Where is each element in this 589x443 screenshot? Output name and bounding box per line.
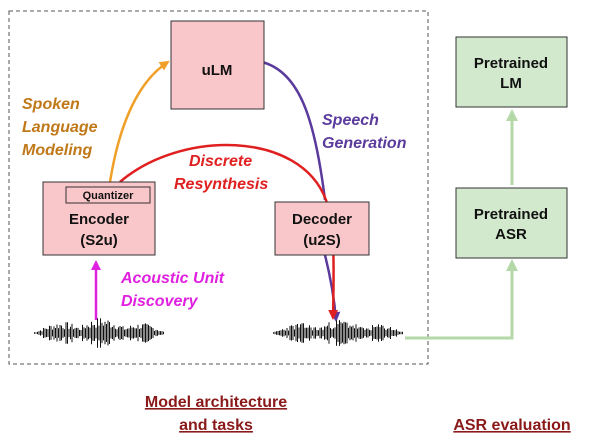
spoken-language-modeling-arrow xyxy=(108,60,170,183)
pretrained-lm-sublabel: LM xyxy=(500,75,522,92)
ulm-label: uLM xyxy=(202,62,233,79)
decoder-sublabel: (u2S) xyxy=(303,232,341,249)
pretrained-asr-label: Pretrained xyxy=(474,206,548,223)
discrete-resynthesis-label-2: Resynthesis xyxy=(174,176,268,193)
pretrained-asr-sublabel: ASR xyxy=(495,226,527,243)
decoder-box xyxy=(274,201,370,256)
pretrained-lm-box xyxy=(455,36,568,108)
spoken-language-modeling-label-3: Modeling xyxy=(22,142,92,159)
pretrained-asr-box xyxy=(455,187,568,259)
speech-generation-label-2: Generation xyxy=(322,135,407,152)
ulm-box xyxy=(170,20,265,110)
acoustic-unit-discovery-label-2: Discovery xyxy=(121,293,199,310)
model-architecture-caption-2: and tasks xyxy=(179,417,253,434)
quantizer-label: Quantizer xyxy=(83,190,134,202)
asr-evaluation-caption: ASR evaluation xyxy=(453,417,570,434)
spoken-language-modeling-label: Spoken xyxy=(22,96,80,113)
speech-generation-label: Speech xyxy=(322,112,379,129)
output-waveform xyxy=(273,320,403,346)
asr-input-arrow xyxy=(405,259,518,340)
discrete-resynthesis-arrow xyxy=(119,143,339,320)
pretrained-lm-label: Pretrained xyxy=(474,55,548,72)
model-architecture-frame xyxy=(8,10,429,365)
discrete-resynthesis-label: Discrete xyxy=(189,153,252,170)
input-waveform xyxy=(34,318,164,348)
spoken-language-modeling-label-2: Language xyxy=(22,119,98,136)
quantizer-box xyxy=(65,186,151,204)
acoustic-unit-discovery-label: Acoustic Unit xyxy=(120,270,225,287)
encoder-sublabel: (S2u) xyxy=(80,232,118,249)
encoder-label: Encoder xyxy=(69,211,129,228)
model-architecture-caption: Model architecture xyxy=(145,394,287,411)
speech-generation-arrow xyxy=(261,60,327,201)
decoder-label: Decoder xyxy=(292,211,352,228)
